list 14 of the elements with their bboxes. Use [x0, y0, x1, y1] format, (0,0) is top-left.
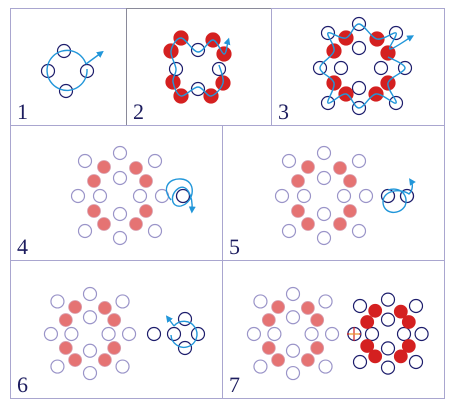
panel-number: 1: [17, 101, 28, 123]
panel: [222, 125, 445, 261]
panel-number: 4: [17, 236, 28, 258]
panel: [126, 8, 272, 126]
panel: [10, 125, 223, 261]
panel: [10, 8, 127, 126]
panel-number: 3: [278, 101, 289, 123]
panel-number: 6: [17, 374, 28, 396]
panel: [222, 260, 445, 399]
panel-number: 2: [133, 101, 144, 123]
panel: [10, 260, 223, 399]
panel: [271, 8, 445, 126]
panel-number: 5: [229, 236, 240, 258]
panel-number: 7: [229, 374, 240, 396]
